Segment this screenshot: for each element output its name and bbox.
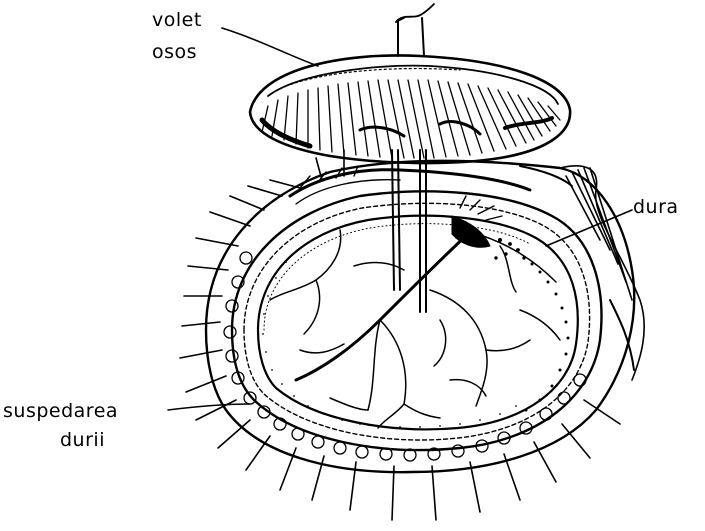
suspension-threads: [391, 149, 427, 313]
leader-dura: [545, 209, 633, 247]
label-durii: durii: [60, 429, 105, 451]
top-tissue-fold: [288, 165, 532, 205]
leader-volet-osos: [221, 27, 319, 67]
label-dura: dura: [633, 196, 679, 218]
bone-striations: [261, 79, 561, 159]
dura-stipple: [262, 261, 517, 428]
bone-flap: [248, 3, 572, 165]
bottom-clamps: [223, 251, 587, 462]
vascular-cluster: [451, 195, 570, 412]
dural-vessels: [269, 229, 561, 429]
label-volet: volet: [152, 9, 202, 31]
label-suspedarea: suspedarea: [3, 400, 119, 422]
label-osos: osos: [152, 41, 198, 63]
label-leaders: [167, 27, 633, 411]
edge-sutures: [179, 149, 621, 521]
scalp-flap-right: [519, 165, 645, 381]
skull-opening: [204, 159, 636, 474]
leader-suspedarea-durii: [167, 403, 251, 411]
